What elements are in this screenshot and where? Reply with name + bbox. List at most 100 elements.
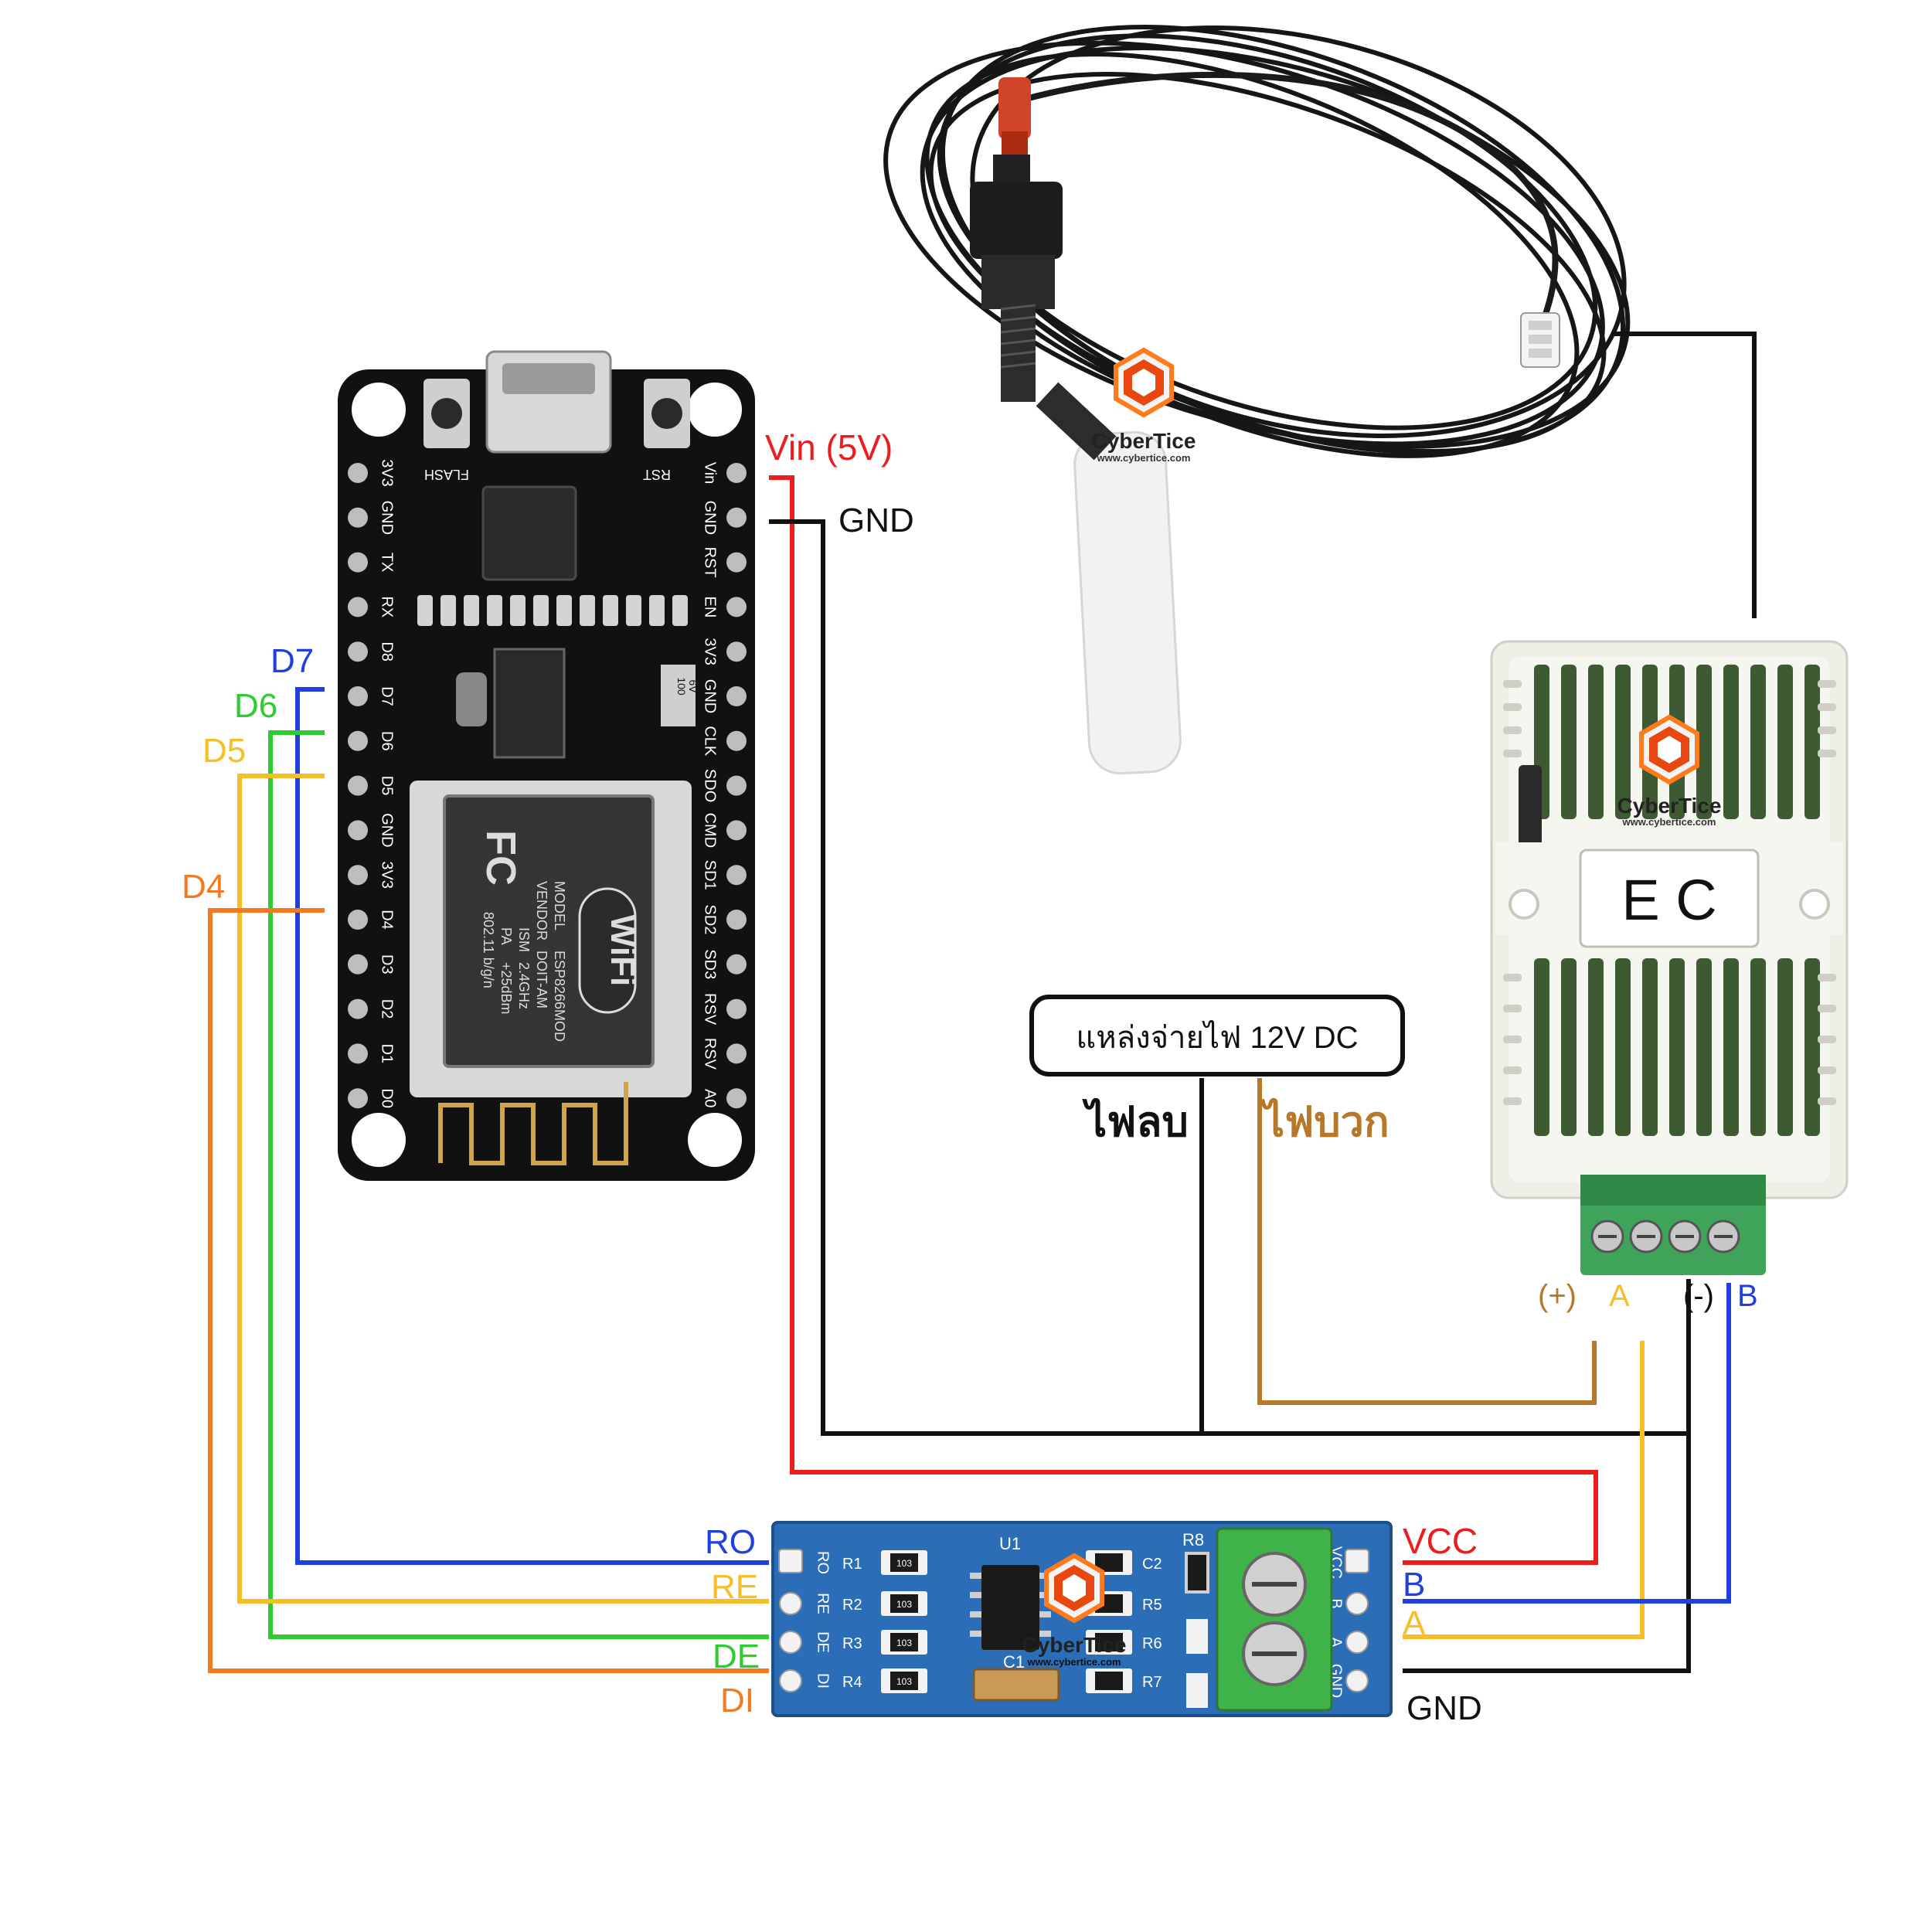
resistor-label: R3: [842, 1635, 862, 1652]
pin-hole: [348, 820, 368, 841]
svg-text:ESP8266MOD: ESP8266MOD: [552, 951, 567, 1042]
svg-text:+25dBm: +25dBm: [498, 962, 514, 1015]
pin-label: CMD: [702, 813, 719, 849]
resistor-label: R5: [1142, 1597, 1162, 1614]
pin-label: SD3: [702, 949, 719, 979]
capacitor: 100 6V: [661, 665, 699, 726]
rs485-chip: [981, 1565, 1039, 1650]
resistor-label: R1: [842, 1556, 862, 1573]
wire-ec-b: [1403, 1283, 1731, 1604]
probe-cable-coils: [883, 25, 1631, 458]
smd-resistor: [890, 1633, 918, 1651]
smd-resistor: [890, 1553, 918, 1572]
smd-resistor: [1095, 1672, 1123, 1690]
pin-hole: [348, 1043, 368, 1064]
svg-text:C: C: [1660, 736, 1679, 765]
nodemcu-board: FLASH RST 100 6V FC: [338, 350, 755, 1181]
resistor-label: R4: [842, 1674, 862, 1691]
pin-label: 3V3: [702, 638, 719, 665]
pin-label: GND: [702, 679, 719, 713]
usb-uart-chip: [481, 485, 577, 581]
pin-hole: [348, 597, 368, 617]
wire-gnd-nodemcu: [769, 519, 1689, 1436]
r8-label: R8: [1182, 1530, 1204, 1549]
pin-hole: [726, 507, 747, 528]
wire-d6-de: [268, 730, 769, 1639]
label-term-minus: (-): [1683, 1279, 1714, 1313]
wire-vin: [769, 475, 1598, 1565]
power-supply: แหล่งจ่ายไฟ 12V DC: [1029, 995, 1405, 1077]
power-supply-box: [1029, 995, 1405, 1077]
label-a: A: [1403, 1604, 1426, 1642]
label-pos-wire: ไฟบวก: [1260, 1097, 1389, 1145]
ec-transmitter: E C: [1490, 640, 1849, 1275]
pin-label: Vin: [702, 462, 719, 485]
pin-hole: [726, 910, 747, 930]
pin-label: D8: [379, 641, 396, 662]
pin-hole: [348, 552, 368, 573]
svg-text:C: C: [1065, 1574, 1084, 1604]
probe-white-tip: [1073, 430, 1182, 775]
label-de: DE: [713, 1638, 760, 1675]
power-supply-label: แหล่งจ่ายไฟ 12V DC: [1076, 1020, 1358, 1055]
label-term-a: A: [1609, 1279, 1630, 1313]
svg-text:802.11 b/g/n: 802.11 b/g/n: [481, 912, 496, 988]
fc-mark: FC: [478, 830, 524, 886]
label-gnd-top: GND: [838, 502, 914, 539]
label-di: DI: [720, 1682, 754, 1719]
pin-label: 3V3: [379, 459, 396, 487]
pin-hole: [348, 730, 368, 751]
pin-hole: [726, 865, 747, 886]
pin-label: TX: [379, 553, 396, 573]
wire-probe-to-box: [1611, 332, 1757, 618]
pin-hole: [726, 820, 747, 841]
label-neg-wire: ไฟลบ: [1082, 1097, 1189, 1145]
flash-label: FLASH: [424, 467, 469, 482]
probe-red-cap: [998, 77, 1031, 139]
pin-hole: [726, 1043, 747, 1064]
wifi-mark: WiFi: [578, 887, 641, 1014]
pin-hole: [348, 865, 368, 886]
pin-label: D5: [379, 776, 396, 796]
label-d7: D7: [270, 642, 314, 680]
ec-probe: [883, 25, 1631, 775]
pin-hole: [348, 507, 368, 528]
pin-label: D1: [379, 1044, 396, 1064]
smd-code: 103: [896, 1558, 912, 1569]
pin-label: D0: [379, 1088, 396, 1108]
rs485-screw-terminal: [1216, 1527, 1333, 1712]
rs485-pin-label: DI: [815, 1673, 832, 1689]
pin-hole: [726, 597, 747, 617]
resistor-label: R6: [1142, 1635, 1162, 1652]
watermark-logo: C: [1046, 1556, 1102, 1621]
pin-label: D6: [379, 731, 396, 751]
probe-connector: [1520, 312, 1560, 368]
wire-psu-positive: [1257, 1078, 1597, 1405]
pin-hole: [726, 463, 747, 483]
pin-label: GND: [702, 501, 719, 535]
wire-ec-gnd: [1403, 1279, 1691, 1673]
smd-resistor: [890, 1672, 918, 1690]
pin-label: A0: [702, 1089, 719, 1107]
module-text: MODEL VENDOR ISM PA 802.11 b/g/n ESP8266…: [481, 881, 567, 1042]
smd-resistor: [1095, 1633, 1123, 1651]
smd-code: 103: [896, 1599, 912, 1610]
pin-hole: [348, 954, 368, 975]
nodemcu-right-pins: VinGNDRSTEN3V3GNDCLKSDOCMDSD1SD2SD3RSVRS…: [702, 462, 747, 1109]
watermark-logo: C: [1641, 717, 1697, 782]
pin-hole: [726, 998, 747, 1019]
pin-label: D4: [379, 910, 396, 930]
svg-text:ISM: ISM: [516, 927, 532, 952]
svg-text:2.4GHz: 2.4GHz: [516, 962, 532, 1009]
label-vin: Vin (5V): [765, 427, 893, 468]
probe-black-fitting: [970, 182, 1063, 259]
c1-label: C1: [1003, 1652, 1025, 1672]
label-term-b: B: [1737, 1279, 1758, 1313]
ec-label-plate: [1579, 849, 1760, 948]
pin-hole: [726, 552, 747, 573]
watermark-url: www.cybertice.com: [1622, 816, 1716, 828]
pin-hole: [348, 1088, 368, 1109]
wire-d7-ro: [295, 687, 769, 1565]
